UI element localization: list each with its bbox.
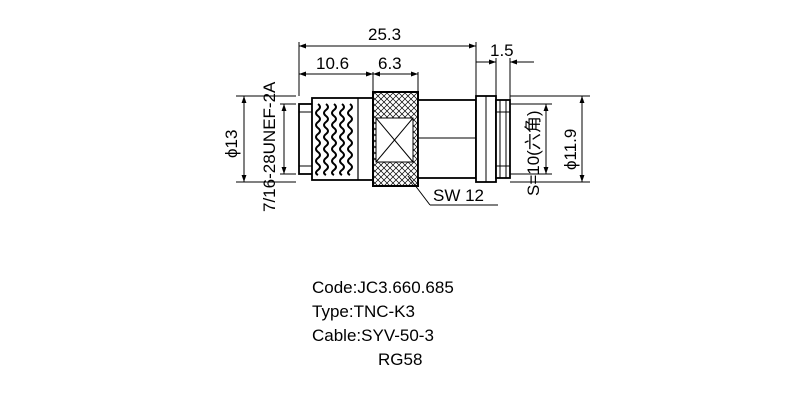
dim-hex-size: S=10(六角) <box>524 111 543 197</box>
dim-rear-step: 1.5 <box>490 41 514 60</box>
spec-code: Code:JC3.660.685 <box>312 278 454 297</box>
spec-block: Code:JC3.660.685 Type:TNC-K3 Cable:SYV-5… <box>312 276 454 372</box>
spec-type: Type:TNC-K3 <box>312 302 415 321</box>
dim-outer-diameter: ϕ13 <box>222 130 241 158</box>
spec-cable-alt: RG58 <box>378 350 423 369</box>
dim-wrench: SW 12 <box>433 186 484 205</box>
wrench-leader <box>407 175 498 206</box>
dim-thread: 7/16-28UNEF-2A <box>260 81 279 212</box>
dimension-lines-top <box>298 42 534 100</box>
dimension-lines-left <box>236 95 296 183</box>
dim-rear-diameter: ϕ11.9 <box>561 129 580 170</box>
spec-cable: Cable:SYV-50-3 <box>312 326 434 345</box>
dim-front-length: 10.6 <box>316 54 349 73</box>
connector-body <box>298 91 511 187</box>
dimension-lines-right <box>510 95 590 183</box>
dim-overall-length: 25.3 <box>368 25 401 44</box>
dim-nut-length: 6.3 <box>378 54 402 73</box>
